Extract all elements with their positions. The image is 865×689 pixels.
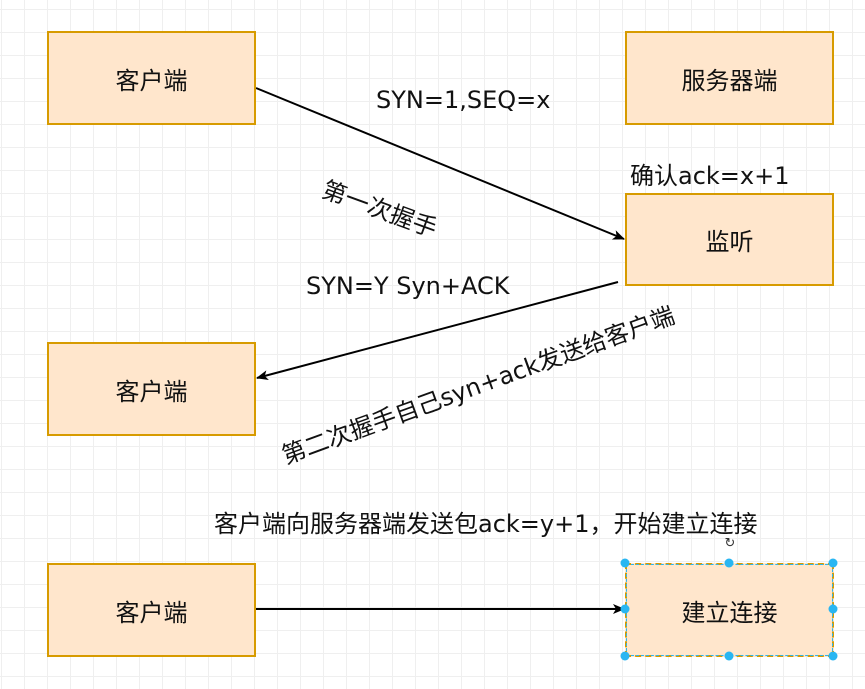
resize-handle-w[interactable] bbox=[620, 604, 630, 614]
label-ack-confirm[interactable]: 确认ack=x+1 bbox=[630, 162, 790, 190]
node-server-label: 服务器端 bbox=[681, 66, 778, 95]
label-third-step[interactable]: 客户端向服务器端发送包ack=y+1，开始建立连接 bbox=[214, 510, 758, 538]
resize-handle-s[interactable] bbox=[724, 651, 734, 661]
node-client-1[interactable]: 客户端 bbox=[47, 31, 256, 125]
node-listen-label: 监听 bbox=[705, 228, 754, 256]
node-listen[interactable]: 监听 bbox=[625, 193, 834, 286]
node-client-2-label: 客户端 bbox=[115, 377, 188, 406]
node-server[interactable]: 服务器端 bbox=[625, 31, 834, 125]
rotate-handle-icon[interactable]: ↻ bbox=[724, 536, 736, 551]
edge-listen-to-client[interactable] bbox=[256, 281, 619, 381]
resize-handle-sw[interactable] bbox=[620, 651, 630, 661]
resize-handle-nw[interactable] bbox=[620, 558, 630, 568]
node-established[interactable]: 建立连接 bbox=[625, 563, 834, 657]
resize-handle-ne[interactable] bbox=[828, 558, 838, 568]
node-established-label: 建立连接 bbox=[681, 598, 778, 627]
label-syn-ack[interactable]: SYN=Y Syn+ACK bbox=[306, 272, 510, 300]
node-client-2[interactable]: 客户端 bbox=[47, 342, 256, 436]
resize-handle-n[interactable] bbox=[724, 558, 734, 568]
edge-client-to-listen[interactable] bbox=[255, 87, 625, 240]
label-syn-seq[interactable]: SYN=1,SEQ=x bbox=[376, 86, 551, 114]
node-client-3-label: 客户端 bbox=[115, 598, 188, 627]
resize-handle-se[interactable] bbox=[828, 651, 838, 661]
resize-handle-e[interactable] bbox=[828, 604, 838, 614]
node-client-1-label: 客户端 bbox=[115, 66, 188, 95]
node-client-3[interactable]: 客户端 bbox=[47, 563, 256, 657]
